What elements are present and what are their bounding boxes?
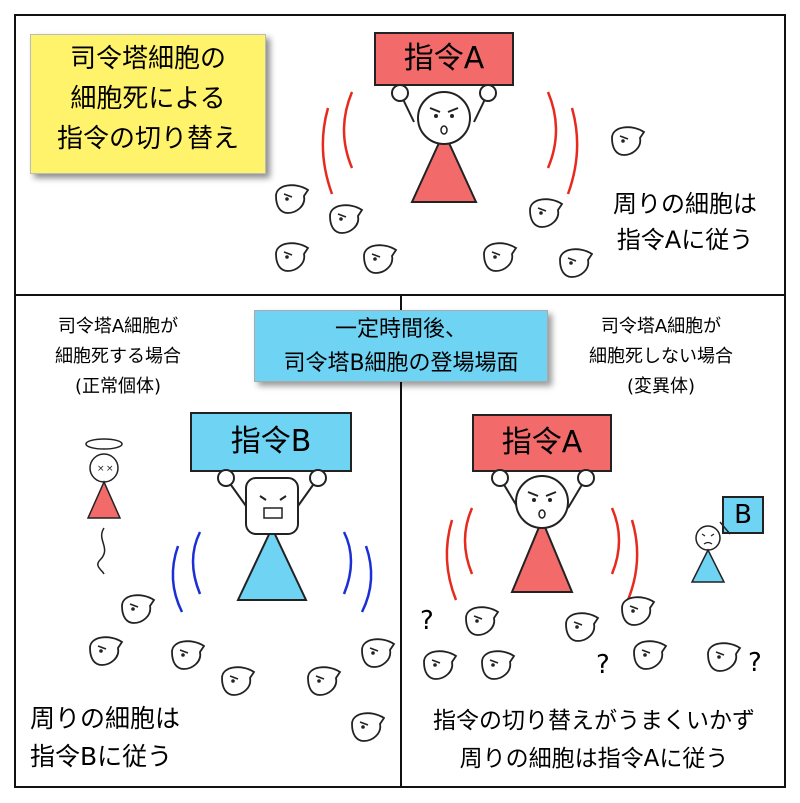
right-surrounding-cells: [423, 596, 741, 680]
right-heading: 司令塔A細胞が 細胞死しない場合 (変異体): [556, 312, 766, 402]
svg-text:×: ×: [97, 464, 105, 474]
title-line-1: 司令塔細胞の: [69, 44, 226, 74]
right-caption: 指令の切り替えがうまくいかず 周りの細胞は指令Aに従う: [404, 702, 784, 778]
right-command-sign-label: 指令A: [501, 425, 583, 460]
top-leader-figure: [391, 84, 497, 203]
right-command-sign: 指令A: [472, 414, 612, 472]
left-caption-line-2: 指令Bに従う: [30, 742, 173, 771]
right-caption-line-1: 指令の切り替えがうまくいかず: [433, 708, 755, 734]
question-mark-2: ?: [596, 650, 610, 680]
center-caption-line-1: 一定時間後、: [334, 317, 467, 342]
left-heading-line-3: (正常個体): [74, 376, 162, 397]
right-heading-line-2: 細胞死しない場合: [589, 346, 733, 367]
left-heading-line-2: 細胞死する場合: [55, 346, 181, 367]
mutant-b-sign-label: B: [734, 500, 752, 530]
question-mark-3: ?: [748, 648, 762, 678]
top-caption-line-1: 周りの細胞は: [613, 190, 757, 218]
question-mark-1: ?: [420, 606, 434, 636]
top-caption-line-2: 指令Aに従う: [616, 226, 754, 254]
title-line-2: 細胞死による: [70, 84, 226, 114]
top-command-sign: 指令A: [374, 32, 514, 86]
top-signal-arcs: [321, 91, 579, 195]
mutant-b-cell-figure: [690, 521, 731, 583]
center-caption-line-2: 司令塔B細胞の登場場面: [283, 351, 519, 376]
right-signal-arcs: [445, 507, 639, 601]
right-heading-line-3: (変異体): [626, 376, 696, 397]
left-heading-line-1: 司令塔A細胞が: [57, 316, 179, 337]
right-caption-line-2: 周りの細胞は指令Aに従う: [459, 746, 729, 772]
left-heading: 司令塔A細胞が 細胞死する場合 (正常個体): [18, 312, 218, 402]
title-note: 司令塔細胞の 細胞死による 指令の切り替え: [30, 34, 266, 174]
center-caption: 一定時間後、 司令塔B細胞の登場場面: [254, 310, 548, 382]
left-caption: 周りの細胞は 指令Bに従う: [30, 700, 200, 776]
mutant-b-sign: B: [722, 496, 764, 534]
right-leader-a-figure: [491, 469, 595, 593]
left-leader-b-figure: [217, 469, 327, 601]
top-command-sign-label: 指令A: [403, 41, 485, 76]
dead-cell-a-figure: × ×: [85, 438, 123, 575]
title-line-3: 指令の切り替え: [56, 124, 239, 154]
top-caption: 周りの細胞は 指令Aに従う: [590, 186, 780, 258]
left-surrounding-cells: [89, 594, 395, 742]
right-heading-line-1: 司令塔A細胞が: [600, 316, 722, 337]
left-command-sign-label: 指令B: [230, 424, 312, 459]
svg-text:×: ×: [106, 464, 114, 474]
left-caption-line-1: 周りの細胞は: [30, 704, 181, 733]
left-command-sign: 指令B: [190, 412, 352, 472]
left-signal-arcs: [171, 531, 373, 613]
